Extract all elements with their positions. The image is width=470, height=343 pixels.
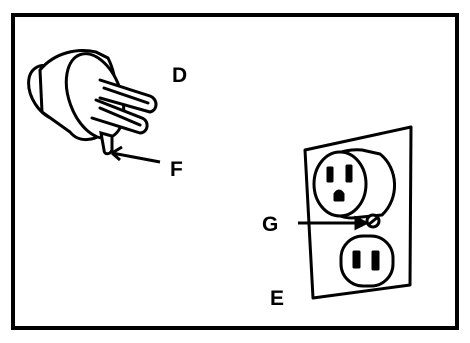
- adapter-plug: [27, 49, 158, 142]
- pointer-f: [111, 145, 161, 164]
- ground-tab-shape: [99, 130, 114, 156]
- plugged-adapter: [312, 148, 396, 220]
- outlet-lower-slot-left: [352, 250, 361, 269]
- outlet-lower-slot-right: [371, 250, 380, 271]
- ground-screw: [365, 213, 381, 229]
- plug-blade-line: [102, 86, 150, 105]
- label-d: D: [172, 64, 187, 87]
- plug-blade-line: [98, 106, 142, 127]
- face-slot-right: [345, 164, 353, 183]
- plugged-adapter-face: [312, 150, 368, 218]
- label-e: E: [270, 287, 284, 310]
- face-slot-left: [326, 166, 334, 183]
- pointer-g: [298, 215, 370, 231]
- outlet-lower-receptacle: [339, 234, 395, 288]
- face-ground-hole: [333, 189, 345, 202]
- ground-tab: [99, 130, 114, 156]
- label-f: F: [170, 158, 183, 181]
- label-g: G: [262, 213, 278, 236]
